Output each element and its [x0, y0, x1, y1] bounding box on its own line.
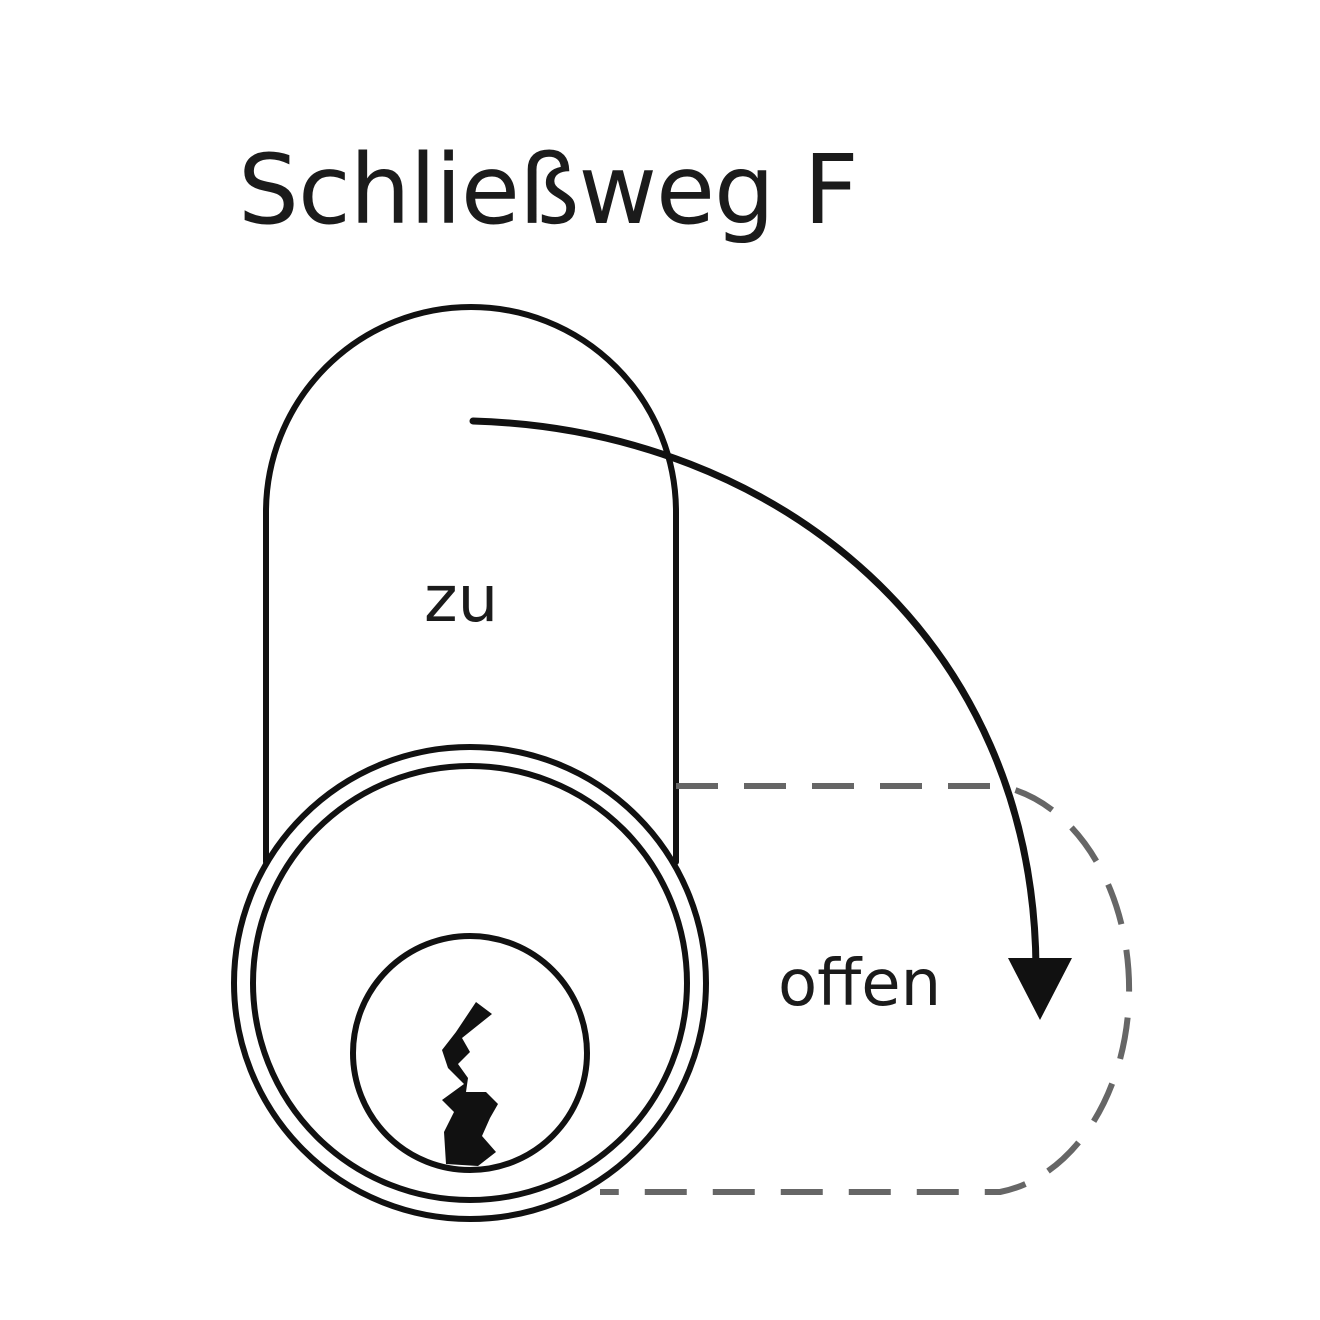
rotation-arrow-line [469, 417, 1040, 972]
keyway-icon [442, 1002, 498, 1166]
bolt-closed-shape [263, 304, 679, 865]
keyway-plug [350, 933, 590, 1173]
diagram-title: Schließweg F [238, 134, 859, 246]
closed-position-label: zu [424, 563, 499, 637]
rotation-arrow-head [1008, 958, 1072, 1020]
rotation-arrow-icon [469, 417, 1072, 1020]
cylinder-inner-ring [250, 763, 690, 1203]
cylinder-outer-ring [231, 744, 709, 1222]
cylinder-lock-icon [231, 744, 709, 1222]
open-position-label: offen [778, 947, 942, 1021]
bolt-open-dashed-outline [600, 783, 1133, 1195]
